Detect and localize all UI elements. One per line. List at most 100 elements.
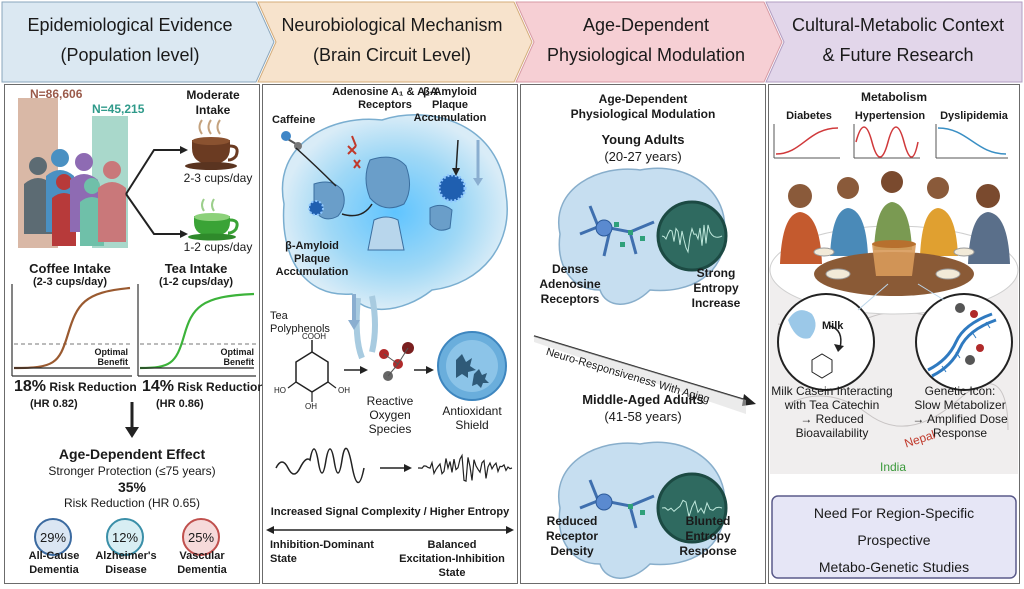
young-right-line1: Strong [696, 266, 736, 280]
header-culture-line1: Cultural-Metabolic Context [791, 15, 1005, 35]
header-culture-shape [765, 1, 1023, 83]
coffee-cups-label: 2-3 cups/day [183, 171, 253, 185]
header-age-line2: Physiological Modulation [546, 45, 746, 65]
balanced-line3: State [438, 567, 466, 579]
map-label-india: India [880, 460, 907, 474]
milk-caption-line4: Bioavailability [795, 426, 869, 440]
balanced-state-label: Balanced Excitation-Inhibition State [390, 538, 514, 580]
inhibition-line1: Inhibition-Dominant [270, 539, 374, 551]
age-title-line1: Age-Dependent [598, 92, 688, 106]
neuro-graphics [266, 114, 514, 534]
adenosine-line1: Adenosine A₁ & A₂A [332, 86, 438, 98]
amyloid-top-label: β-Amyloid Plaque Accumulation [410, 86, 490, 125]
milk-label: Milk [822, 320, 844, 332]
dementia-circle: 29% [34, 518, 72, 556]
milk-caption-line2: with Tea Catechin [784, 398, 880, 412]
dementia-circle-label2: Disease [105, 564, 147, 576]
milk-casein-icon [777, 293, 875, 391]
middle-adults-title: Middle-Aged Adults [582, 392, 704, 407]
optimal-coffee-line2: Benefit [97, 357, 128, 367]
optimal-benefit-tea: Optimal Benefit [210, 347, 254, 367]
coffee-dose-curve [11, 284, 132, 377]
inhibition-state-label: Inhibition-Dominant State [270, 538, 374, 566]
coffee-cup-icon [185, 119, 239, 170]
moderate-intake-label: Moderate Intake [178, 88, 248, 118]
optimal-coffee-line1: Optimal [94, 347, 128, 357]
tea-intake-sub: (1-2 cups/day) [159, 276, 233, 288]
amyloid-left-line2: Plaque [293, 253, 331, 265]
genetic-caption-line3: → Amplified Dose [912, 412, 1008, 426]
age-title-line2: Physiological Modulation [570, 107, 716, 121]
amyloid-left-label: β-Amyloid Plaque Accumulation [272, 240, 352, 279]
polyphenol-structure-icon [287, 340, 337, 402]
young-adults-range: (20-27 years) [604, 149, 682, 164]
moderate-intake-line1: Moderate [186, 88, 240, 102]
age-graphics [533, 167, 756, 579]
future-research-text: Need For Region-Specific Prospective Met… [772, 500, 1016, 581]
tea-risk: 14% Risk Reduction [142, 378, 265, 396]
young-adults-title: Young Adults [601, 132, 685, 147]
mid-right-label: Blunted Entropy Response [668, 514, 748, 559]
header-neuro: Neurobiological Mechanism (Brain Circuit… [266, 10, 518, 70]
tea-dose-curve [137, 284, 256, 377]
tea-cup-icon [188, 198, 239, 241]
state-double-arrow [266, 526, 514, 534]
adenosine-line2: Receptors [358, 99, 412, 111]
age-effect-hr: Risk Reduction (HR 0.65) [63, 496, 201, 510]
antioxidant-line2: Shield [455, 418, 489, 432]
ros-molecule-icon [379, 342, 414, 381]
header-neuro-shape [257, 1, 533, 83]
header-epi: Epidemiological Evidence (Population lev… [4, 10, 256, 70]
low-entropy-wave [275, 447, 365, 484]
header-culture-line2: & Future Research [822, 45, 974, 65]
young-left-line2: Adenosine [539, 277, 601, 291]
genetic-caption-line4: Response [932, 426, 988, 440]
header-epi-shape [1, 1, 275, 83]
genetic-caption: Genetic Icon: Slow Metabolizer → Amplifi… [898, 384, 1022, 440]
genetic-caption-line1: Genetic Icon: [924, 384, 996, 398]
ros-line1: Reactive [366, 394, 414, 408]
tea-intake-title: Tea Intake [164, 261, 228, 276]
tea-hr: (HR 0.86) [156, 398, 204, 410]
mid-left-line1: Reduced [546, 514, 598, 528]
tea-cups-label: 1-2 cups/day [183, 240, 253, 254]
coffee-intake-sub: (2-3 cups/day) [33, 276, 107, 288]
future-line1: Need For Region-Specific [813, 505, 975, 521]
dementia-circle-value: 12% [111, 529, 139, 545]
dementia-circle: 12% [106, 518, 144, 556]
coffee-intake-title: Coffee Intake [29, 261, 111, 276]
dementia-circle-label2: Dementia [177, 564, 227, 576]
synapse-icon [313, 156, 453, 251]
condition-dyslipidemia: Dyslipidemia [940, 110, 1008, 122]
age-panel-title: Age-Dependent Physiological Modulation [520, 92, 766, 122]
dementia-circle-label1: Alzheimer's [95, 550, 157, 562]
tea-poly-line2: Polyphenols [270, 323, 330, 335]
amyloid-top-line2: Plaque [431, 99, 469, 111]
dementia-circle-value: 29% [39, 529, 67, 545]
young-right-line2: Entropy [693, 281, 739, 295]
young-left-line3: Receptors [540, 292, 600, 306]
down-arrow-icon [125, 402, 139, 438]
condition-hypertension: Hypertension [854, 110, 926, 122]
header-epi-line1: Epidemiological Evidence [27, 15, 233, 35]
future-line2: Prospective [857, 532, 931, 548]
cooh-label: COOH [302, 332, 326, 341]
dementia-circle-label2: Dementia [29, 564, 79, 576]
balanced-line1: Balanced [427, 539, 477, 551]
optimal-tea-line2: Benefit [223, 357, 254, 367]
middle-adults-range: (41-58 years) [604, 409, 682, 424]
antioxidant-line1: Antioxidant [442, 404, 502, 418]
balanced-line2: Excitation-Inhibition [399, 553, 505, 565]
header-age-shape [515, 1, 783, 83]
amyloid-top-line1: β-Amyloid [423, 86, 477, 98]
age-effect-pct: 35% [117, 479, 147, 495]
metabolism-curves [773, 124, 1008, 159]
moderate-intake-line2: Intake [195, 103, 231, 117]
epi-graphics [11, 98, 256, 438]
milk-caption: Milk Casein Interacting with Tea Catechi… [768, 384, 896, 440]
coffee-risk-label: Risk Reduction [49, 380, 137, 394]
header-banner [1, 1, 1023, 83]
mid-right-line3: Response [679, 544, 737, 558]
